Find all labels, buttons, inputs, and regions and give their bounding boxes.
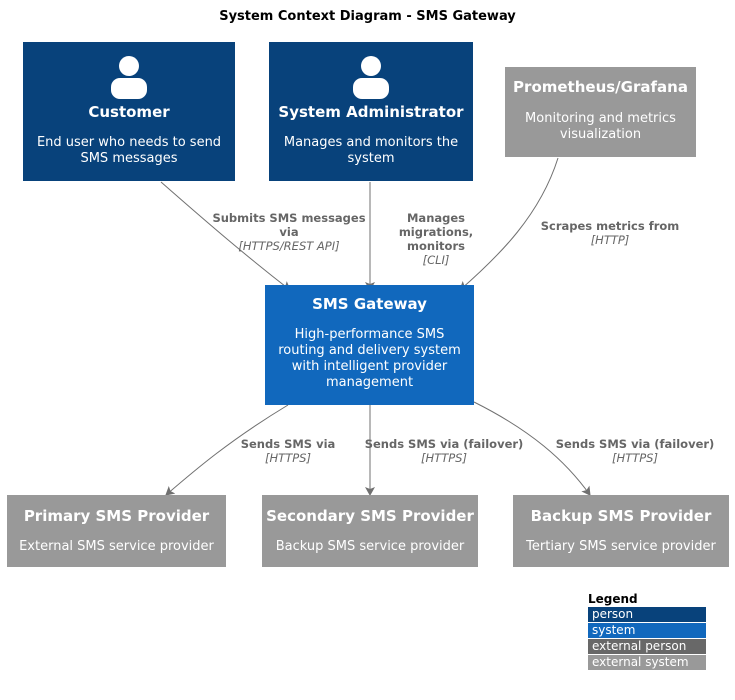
relation-protocol: [CLI]	[422, 253, 450, 267]
relation-label: Sends SMS via (failover)	[555, 437, 715, 451]
relation-protocol: [HTTPS]	[421, 451, 467, 465]
edge-gateway-primary	[165, 404, 289, 496]
sms-gateway-name: SMS Gateway	[312, 295, 427, 313]
backup-provider-node[interactable]: Backup SMS Provider Tertiary SMS service…	[513, 495, 729, 567]
relation-protocol: [HTTPS]	[265, 451, 311, 465]
primary-provider-node[interactable]: Primary SMS Provider External SMS servic…	[7, 495, 226, 567]
relation-protocol: [HTTPS/REST API]	[238, 239, 340, 253]
legend-title: Legend	[588, 592, 638, 606]
relation-label: Manages migrations, monitors	[398, 211, 474, 253]
relation-label: Submits SMS messages via	[212, 211, 366, 239]
label-customer-gateway: Submits SMS messages via [HTTPS/REST API…	[212, 211, 366, 253]
customer-node[interactable]: Customer End user who needs to send SMS …	[23, 42, 235, 181]
monitoring-node[interactable]: Prometheus/Grafana Monitoring and metric…	[505, 67, 696, 157]
legend-item-person: person	[588, 607, 706, 622]
edge-customer-gateway	[160, 181, 291, 291]
relation-label: Sends SMS via	[240, 437, 336, 451]
person-icon	[111, 56, 147, 99]
sms-gateway-description: High-performance SMS routing and deliver…	[278, 327, 461, 390]
admin-name: System Administrator	[278, 103, 464, 121]
relation-protocol: [HTTP]	[590, 233, 630, 247]
customer-description: End user who needs to send SMS messages	[36, 135, 222, 166]
person-icon	[353, 56, 389, 99]
legend: Legend person system external person ext…	[588, 592, 706, 671]
secondary-provider-node[interactable]: Secondary SMS Provider Backup SMS servic…	[262, 495, 478, 567]
admin-description: Manages and monitors the system	[283, 135, 459, 166]
legend-item-external-system: external system	[588, 655, 706, 670]
relation-protocol: [HTTPS]	[612, 451, 658, 465]
secondary-provider-description: Backup SMS service provider	[275, 539, 465, 554]
primary-provider-name: Primary SMS Provider	[23, 507, 210, 525]
backup-provider-description: Tertiary SMS service provider	[526, 539, 716, 554]
legend-item-external-person: external person	[588, 639, 706, 654]
label-gateway-secondary: Sends SMS via (failover) [HTTPS]	[362, 437, 526, 465]
edge-monitoring-gateway	[459, 157, 559, 291]
primary-provider-description: External SMS service provider	[19, 539, 214, 554]
customer-name: Customer	[88, 103, 170, 121]
label-monitoring-gateway: Scrapes metrics from [HTTP]	[538, 219, 682, 247]
relation-label: Sends SMS via (failover)	[364, 437, 524, 451]
label-admin-gateway: Manages migrations, monitors [CLI]	[369, 211, 503, 267]
admin-node[interactable]: System Administrator Manages and monitor…	[269, 42, 473, 181]
monitoring-description: Monitoring and metrics visualization	[525, 111, 676, 142]
diagram-title: System Context Diagram - SMS Gateway	[219, 9, 516, 24]
edge-gateway-backup	[473, 401, 591, 496]
monitoring-name: Prometheus/Grafana	[513, 78, 688, 96]
secondary-provider-name: Secondary SMS Provider	[266, 507, 474, 525]
label-gateway-primary: Sends SMS via [HTTPS]	[228, 437, 348, 465]
backup-provider-name: Backup SMS Provider	[530, 507, 712, 525]
label-gateway-backup: Sends SMS via (failover) [HTTPS]	[553, 437, 717, 465]
relation-label: Scrapes metrics from	[540, 219, 680, 233]
legend-item-system: system	[588, 623, 706, 638]
sms-gateway-node[interactable]: SMS Gateway High-performance SMS routing…	[265, 285, 474, 405]
